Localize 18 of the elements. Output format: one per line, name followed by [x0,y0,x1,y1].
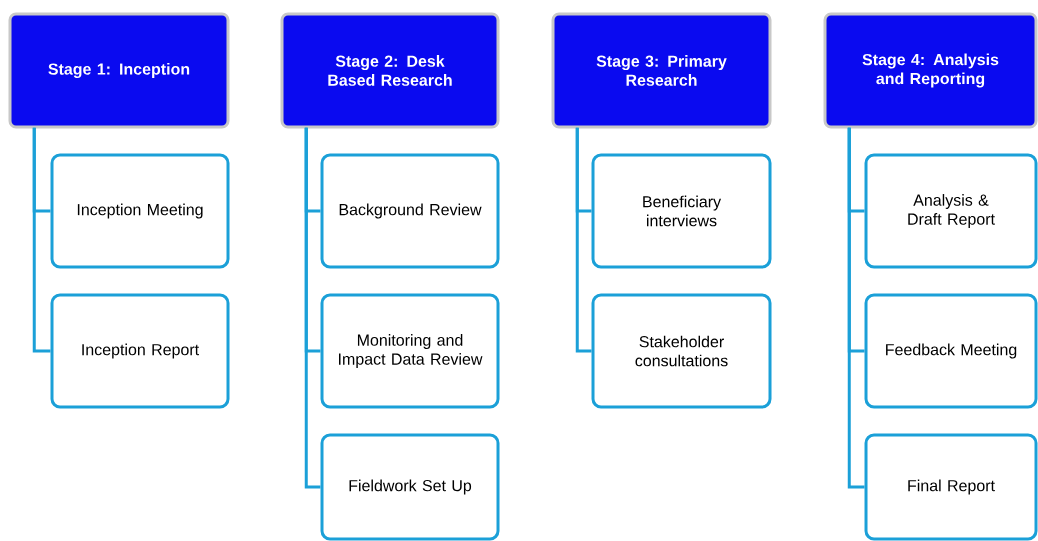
task-box: Feedback Meeting [864,293,1038,409]
task-box: Beneficiary interviews [591,153,772,269]
task-box: Stakeholder consultations [591,293,772,409]
task-box: Background Review [320,153,500,269]
connector-line [847,127,865,489]
connector-line [304,127,321,489]
task-box: Inception Meeting [50,153,230,269]
connector-line [575,127,592,353]
connector-line [32,127,51,353]
stage-header-box: Stage 2: Desk Based Research [280,12,500,129]
task-box: Analysis & Draft Report [864,153,1038,269]
stage-header-box: Stage 4: Analysis and Reporting [823,12,1038,129]
task-box: Fieldwork Set Up [320,433,500,541]
stage-header-box: Stage 1: Inception [8,12,230,129]
stage-header-box: Stage 3: Primary Research [551,12,772,129]
task-box: Monitoring and Impact Data Review [320,293,500,409]
task-box: Inception Report [50,293,230,409]
task-box: Final Report [864,433,1038,541]
